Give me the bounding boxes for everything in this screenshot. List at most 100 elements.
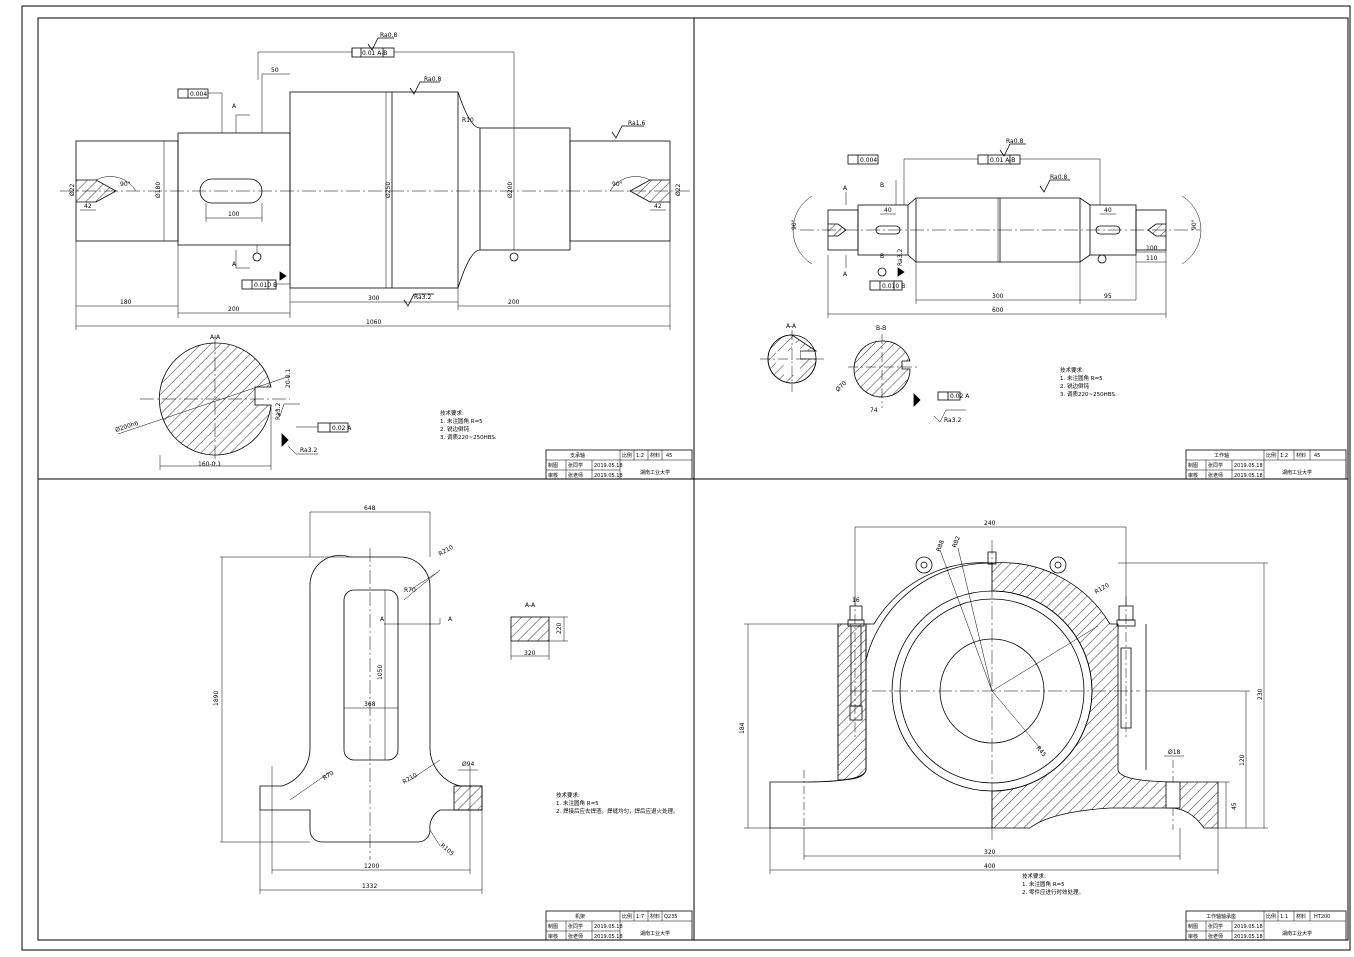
q2-tb-r1: 制图 bbox=[1188, 462, 1198, 469]
q2-tb-r2: 审核 bbox=[1188, 472, 1198, 479]
q1-section-dia: Ø200h6 bbox=[114, 420, 139, 434]
q1-dim-200b: 200 bbox=[508, 299, 520, 306]
q4-tb-date1: 2019.05.18 bbox=[1234, 924, 1263, 930]
q1-tb-date2: 2019.05.18 bbox=[594, 473, 623, 479]
q1-dim-90a: 90° bbox=[120, 181, 131, 188]
q1-shaft-texts: 50 100 42 42 180 200 300 200 1060 90° 90… bbox=[69, 32, 682, 326]
q1-dim-42a: 42 bbox=[84, 203, 92, 210]
q4-dim-320: 320 bbox=[984, 849, 996, 856]
q2-title-block: 工作轴 比例 1:2 材料 45 制图 张同学 2019.05.18 审核 张老… bbox=[1185, 449, 1347, 480]
q3-title-block: 机架 比例 1:7 材料 Q235 制图 张同学 2019.05.18 审核 张… bbox=[545, 910, 693, 941]
q1-note-1: 1. 未注圆角 R=5 bbox=[440, 417, 483, 425]
q1-label-a1: A bbox=[232, 103, 237, 110]
q1-dim-r10: R10 bbox=[462, 117, 474, 124]
q4-note-1: 1. 未注圆角 R=5 bbox=[1022, 880, 1065, 888]
q2-tb-date1: 2019.05.18 bbox=[1234, 463, 1263, 469]
q2-notes-title: 技术要求: bbox=[1060, 366, 1084, 374]
q3-frame-drawing bbox=[220, 511, 568, 894]
q1-rough-2: Ra0.8 bbox=[424, 76, 441, 83]
q4-dim-230: 230 bbox=[1257, 688, 1264, 700]
q3-tb-mat: Q235 bbox=[664, 914, 677, 920]
q1-rough-4: Ra3.2 bbox=[414, 294, 431, 301]
q2-sec-b-title: B-B bbox=[876, 325, 886, 332]
q2-dim-300: 300 bbox=[992, 293, 1004, 300]
q2-tb-school: 湖南工业大学 bbox=[1282, 469, 1312, 476]
q3-tb-r2: 审核 bbox=[548, 933, 558, 940]
q4-d16: 16 bbox=[852, 597, 860, 604]
q3-dim-1200: 1200 bbox=[364, 863, 379, 870]
q1-tol-1: 0.004 bbox=[190, 91, 207, 98]
q2-label-a1: A bbox=[843, 185, 848, 192]
q1-title-block: 支承轴 比例 1:2 材料 45 制图 张同学 2019.05.18 审核 张老… bbox=[545, 449, 693, 480]
q2-dim-100: 100 bbox=[1146, 245, 1158, 252]
q2-dim-90a: 90° bbox=[791, 219, 798, 230]
q1-dia-250: Ø250 bbox=[385, 182, 392, 198]
q2-section-views bbox=[760, 330, 966, 423]
q2-tol-1: 0.004 bbox=[860, 157, 877, 164]
q3-label-a1: A bbox=[380, 616, 385, 623]
q3-tb-school: 湖南工业大学 bbox=[640, 930, 670, 937]
q2-tol-3: 0.010 B bbox=[882, 283, 905, 290]
q3-tb-date1: 2019.05.18 bbox=[594, 924, 623, 930]
q4-tb-name: 工作轴轴承座 bbox=[1206, 913, 1236, 920]
q3-sec-title: A-A bbox=[525, 602, 536, 609]
q3-tech-notes: 技术要求: 1. 未注圆角 R=5 2. 焊接后应去焊渣。焊缝均匀，焊后应退火处… bbox=[556, 791, 679, 815]
q4-tb-school: 湖南工业大学 bbox=[1282, 930, 1312, 937]
q1-dim-200a: 200 bbox=[228, 306, 240, 313]
q1-tb-school: 湖南工业大学 bbox=[640, 469, 670, 476]
q3-r210a: R210 bbox=[438, 544, 455, 558]
q1-dia-22b: Ø22 bbox=[675, 183, 682, 196]
q2-tb-h2: 材料 bbox=[1296, 452, 1306, 459]
q4-dim-45: 45 bbox=[1231, 802, 1238, 810]
q2-tb-who1: 张同学 bbox=[1208, 462, 1223, 469]
q3-dim-368: 368 bbox=[364, 701, 376, 708]
q2-sec-a-title: A-A bbox=[786, 323, 797, 330]
q4-housing-texts: 240 184 230 120 45 320 400 R88 R82 R120 … bbox=[739, 520, 1264, 870]
q3-dim-648: 648 bbox=[364, 505, 376, 512]
q1-dim-180: 180 bbox=[120, 299, 132, 306]
q2-section-tol: 0.02 A bbox=[950, 393, 970, 400]
q2-dim-40b: 40 bbox=[1104, 207, 1112, 214]
q1-dia-200: Ø200 bbox=[507, 182, 514, 198]
q2-tb-mat: 45 bbox=[1314, 453, 1320, 459]
q1-tb-name: 支承轴 bbox=[570, 452, 585, 459]
q3-tb-who2: 张老师 bbox=[568, 933, 583, 940]
q2-tb-h1: 比例 bbox=[1266, 452, 1276, 459]
q2-tb-name: 工作轴 bbox=[1214, 452, 1229, 459]
q1-tb-h1: 比例 bbox=[622, 452, 632, 459]
q3-r210b: R210 bbox=[402, 772, 419, 786]
q3-dim-320: 320 bbox=[524, 650, 536, 657]
q1-tol-3: 0.010 B bbox=[254, 282, 277, 289]
q4-d18: Ø18 bbox=[1168, 749, 1181, 756]
q3-note-1: 1. 未注圆角 R=5 bbox=[556, 799, 599, 807]
q3-notes-title: 技术要求: bbox=[556, 791, 580, 799]
q2-note-1: 1. 未注圆角 R=5 bbox=[1060, 374, 1103, 382]
q4-tb-h2: 材料 bbox=[1296, 913, 1306, 920]
q4-housing-drawing bbox=[744, 526, 1268, 874]
q1-tb-mat: 45 bbox=[666, 453, 672, 459]
q1-dim-1060: 1060 bbox=[366, 319, 381, 326]
q3-tb-r1: 制图 bbox=[548, 923, 558, 930]
q2-label-b2: B bbox=[880, 253, 884, 260]
q1-tb-scale: 1:2 bbox=[636, 453, 644, 459]
q1-section-key: 20-0.1 bbox=[285, 368, 292, 388]
q4-r45: R45 bbox=[1034, 745, 1047, 759]
q1-rough-6: Ra3.2 bbox=[275, 403, 282, 420]
q2-section-dia: Ø70 bbox=[834, 380, 848, 394]
q1-tech-notes: 技术要求: 1. 未注圆角 R=5 2. 锐边倒钝 3. 调质220~250HB… bbox=[440, 409, 497, 441]
q2-section-width: 74 bbox=[870, 407, 878, 414]
q1-rough-5: Ra3.2 bbox=[300, 447, 317, 454]
q2-rough-2: Ra0.8 bbox=[1050, 174, 1067, 181]
q1-dia-180: Ø180 bbox=[155, 182, 162, 198]
q3-tb-scale: 1:7 bbox=[636, 914, 644, 920]
q2-shaft-texts: 40 40 300 95 600 100 110 90° 90° Ra0.8 R… bbox=[791, 138, 1198, 314]
q4-tb-r2: 审核 bbox=[1188, 933, 1198, 940]
q2-rough-3: Ra3.2 bbox=[897, 249, 904, 266]
q1-notes-title: 技术要求: bbox=[440, 409, 464, 417]
q1-note-2: 2. 锐边倒钝 bbox=[440, 425, 469, 433]
q4-r88: R88 bbox=[935, 539, 946, 553]
q2-dim-95: 95 bbox=[1104, 293, 1112, 300]
q3-dim-220: 220 bbox=[556, 622, 563, 634]
q4-tb-date2: 2019.05.18 bbox=[1234, 934, 1263, 940]
